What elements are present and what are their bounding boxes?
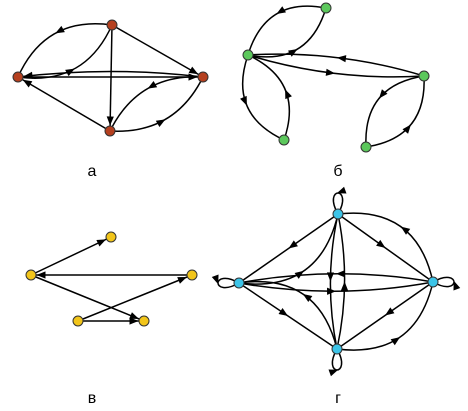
graph-0-arrowhead-a4-a1 [22, 79, 33, 88]
graph-2-arrowhead-v1-v2 [96, 239, 107, 247]
graph-2-arrowhead-v1-v5 [129, 312, 139, 319]
graph-0-arrowhead-a2-a3 [188, 66, 199, 75]
graph-3-arrowhead-g4-g2 [302, 293, 313, 302]
graph-3-edge-g4-g3 [336, 281, 434, 351]
graph-3-edge-g4-g1 [336, 213, 346, 350]
graph-2-edge-v1-v5 [30, 274, 145, 322]
graph-3-arrowhead-g4-g4 [328, 369, 339, 377]
graph-1-node-b5 [360, 141, 372, 153]
graph-0-arrowhead-a3-a4 [147, 81, 158, 89]
graph-0-edge-a1-a2 [17, 24, 113, 79]
graph-3-arrowhead-g2-g2 [211, 274, 219, 285]
graph-1-edge-b2-b1 [247, 5, 327, 56]
graph-0-edge-a3-a4 [109, 76, 204, 132]
graph-3-node-g3 [427, 276, 439, 288]
graph-2-node-v3 [186, 269, 198, 281]
node-layer [12, 2, 439, 355]
graph-a-label: а [88, 163, 97, 180]
graph-2-node-v5 [138, 315, 150, 327]
graph-3-edge-g2-g3 [238, 281, 434, 292]
graph-3-arrowhead-g2-g4 [278, 307, 288, 316]
graph-3-arrowhead-g1-g4 [326, 272, 335, 282]
graph-3-arrowhead-g1-g1 [336, 186, 347, 194]
graph-g-label: г [335, 390, 341, 407]
graph-3-node-g2 [233, 277, 245, 289]
graph-1-arrowhead-b4-b1 [285, 89, 292, 100]
graph-3-arrowhead-g3-g3 [453, 280, 461, 291]
graph-v-label: в [88, 390, 97, 407]
graph-0-edge-a4-a3 [109, 76, 204, 132]
graph-1-node-b1 [242, 49, 254, 61]
graph-3-arrowhead-g1-g3 [376, 239, 386, 248]
graph-3-arrowhead-g3-g4 [385, 307, 395, 316]
graph-1-arrowhead-b3-b5 [379, 89, 388, 99]
graph-1-arrowhead-b2-b1 [276, 6, 286, 14]
graph-1-arrowhead-b3-b1 [336, 55, 347, 63]
graph-2-arrowhead-v3-v1 [36, 271, 46, 279]
graph-3-edge-g4-g2 [238, 280, 338, 350]
graph-2-node-v4 [72, 315, 84, 327]
graph-0-arrowhead-a3-a1 [23, 71, 33, 79]
graph-3-node-g1 [332, 208, 344, 220]
graph-1-edge-b5-b3 [365, 75, 425, 148]
graph-0-node-a4 [104, 125, 116, 137]
graph-1-arrowhead-b1-b2 [288, 49, 298, 57]
graph-1-arrowhead-b5-b3 [402, 124, 411, 134]
graph-0-edge-a2-a3 [111, 24, 204, 78]
graph-2-node-v2 [105, 231, 117, 243]
graph-0-node-a3 [197, 71, 209, 83]
graph-2-arrowhead-v4-v3 [177, 277, 187, 284]
graph-3-arrowhead-g4-g3 [390, 337, 401, 346]
edge-layer [17, 5, 461, 377]
graph-2-arrowhead-v4-v5 [129, 317, 139, 325]
graph-3-node-g4 [331, 343, 343, 355]
graph-3-arrowhead-g3-g2 [335, 270, 345, 278]
graph-b-label: б [333, 163, 342, 180]
graph-3-edge-g3-g2 [238, 273, 434, 284]
graph-1-edge-b4-b1 [247, 54, 291, 141]
graph-0-edge-a2-a1 [17, 23, 113, 78]
graph-1-edge-b1-b4 [241, 54, 285, 141]
graph-3-arrowhead-g1-g2 [288, 240, 298, 249]
graph-1-edge-b3-b5 [365, 75, 425, 148]
graph-3-arrowhead-g3-g1 [400, 226, 411, 235]
graph-2-node-v1 [25, 269, 37, 281]
graph-2-edge-v4-v3 [77, 274, 193, 322]
graph-0-arrowhead-a2-a4 [106, 116, 114, 126]
graph-3-arrowhead-g4-g1 [340, 281, 349, 291]
graph-0-arrowhead-a2-a1 [55, 25, 65, 34]
graph-1-node-b2 [320, 2, 332, 14]
graph-1-node-b4 [278, 134, 290, 146]
graph-0-arrowhead-a4-a3 [155, 119, 166, 127]
graph-1-node-b3 [418, 70, 430, 82]
graph-1-arrowhead-b1-b4 [240, 95, 247, 106]
graph-0-node-a1 [12, 71, 24, 83]
graph-0-node-a2 [106, 19, 118, 31]
graph-3-arrowhead-g2-g3 [327, 287, 337, 295]
graph-1-edge-b1-b2 [247, 7, 327, 58]
graph-0-edge-a2-a4 [109, 24, 113, 132]
graph-3-edge-g2-g1 [238, 213, 339, 285]
graph-1-arrowhead-b1-b3 [325, 68, 336, 76]
graph-0-edge-a4-a1 [17, 76, 111, 132]
